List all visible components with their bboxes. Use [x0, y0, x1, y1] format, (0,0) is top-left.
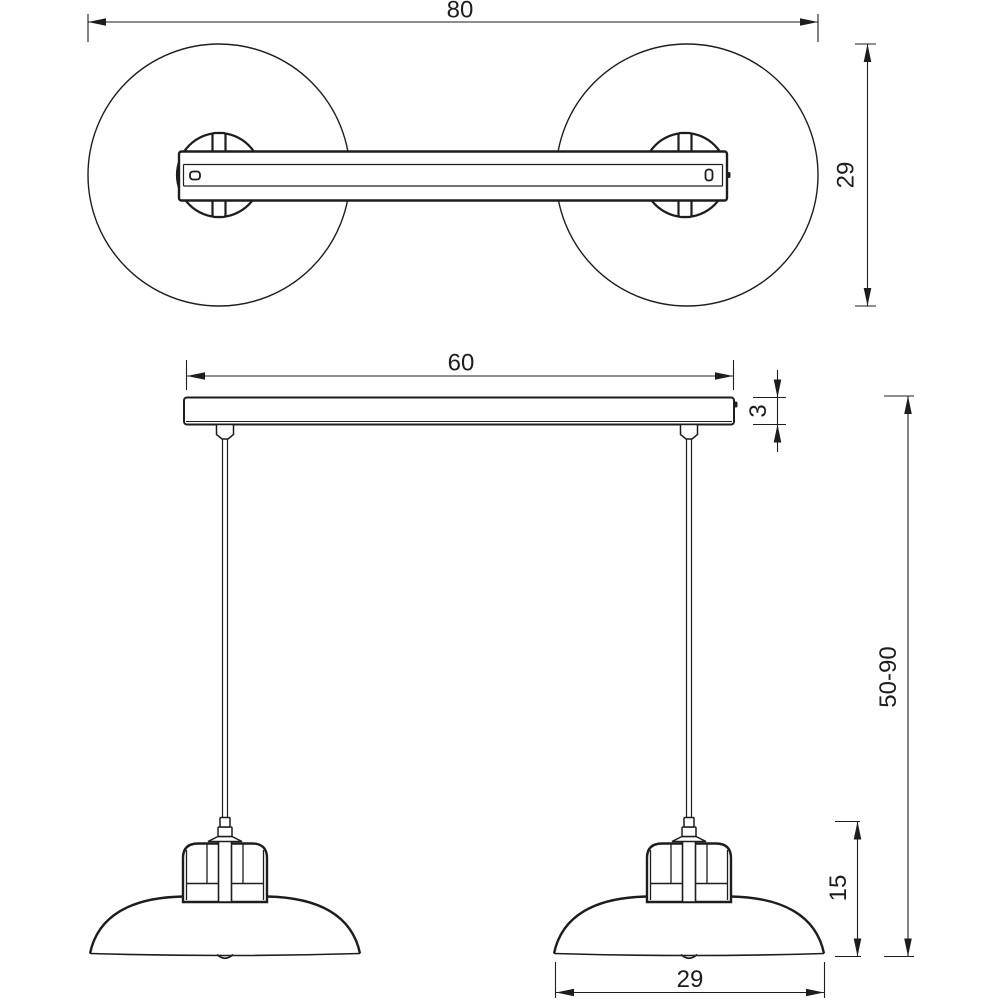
- right-cable-grip: [679, 423, 699, 440]
- rail-right-slot: [704, 168, 714, 182]
- dim-60-label: 60: [448, 350, 475, 377]
- dim-5090-arrow-top: [904, 396, 912, 414]
- dim-60-arrow-left: [187, 372, 205, 380]
- top-view: 80 29: [87, 0, 876, 307]
- right-lamp: [552, 816, 826, 960]
- dim-3-label: 3: [745, 404, 772, 417]
- suspension-cables: [221, 439, 693, 819]
- rail-left-slot: [189, 170, 201, 181]
- dim-80-label: 80: [447, 0, 474, 24]
- dim-15-label: 15: [825, 875, 852, 902]
- ceiling-bar: [183, 396, 735, 426]
- dim-29b-label: 29: [677, 966, 704, 993]
- dim-80-arrow-left: [88, 18, 106, 26]
- rail-right-nub: [727, 172, 731, 178]
- dim-80-arrow-right: [800, 18, 818, 26]
- left-lamp: [88, 816, 362, 960]
- dim-holder-height: 15: [825, 820, 862, 958]
- top-view-rail: [177, 150, 729, 202]
- dim-29b-arrow-right: [806, 988, 824, 997]
- dim-5090-arrow-bottom: [904, 938, 912, 957]
- dim-front-shade-diameter: 29: [554, 962, 826, 998]
- dim-29b-arrow-left: [556, 988, 574, 997]
- dim-canopy-thickness: 3: [745, 370, 786, 452]
- dim-top-shade-diameter: 29: [833, 43, 876, 307]
- ceiling-bar-right-nub: [734, 401, 738, 408]
- dim-suspension-range: 50-90: [875, 395, 914, 958]
- dim-5090-label: 50-90: [875, 646, 902, 707]
- dim-3-arrow-top: [773, 379, 782, 398]
- dim-29t-label: 29: [833, 162, 860, 189]
- front-view: 60 3 50-90 15: [88, 350, 914, 998]
- dim-15-arrow-bottom: [853, 938, 862, 957]
- dim-3-arrow-bottom: [773, 424, 782, 443]
- dim-29t-arrow-top: [863, 44, 872, 62]
- left-cable-grip: [215, 423, 235, 440]
- dim-overall-width: 80: [87, 0, 819, 42]
- dim-60-arrow-right: [715, 372, 733, 380]
- dim-29t-arrow-bottom: [863, 288, 872, 306]
- dim-canopy-length: 60: [185, 350, 735, 390]
- dim-15-arrow-top: [853, 821, 862, 840]
